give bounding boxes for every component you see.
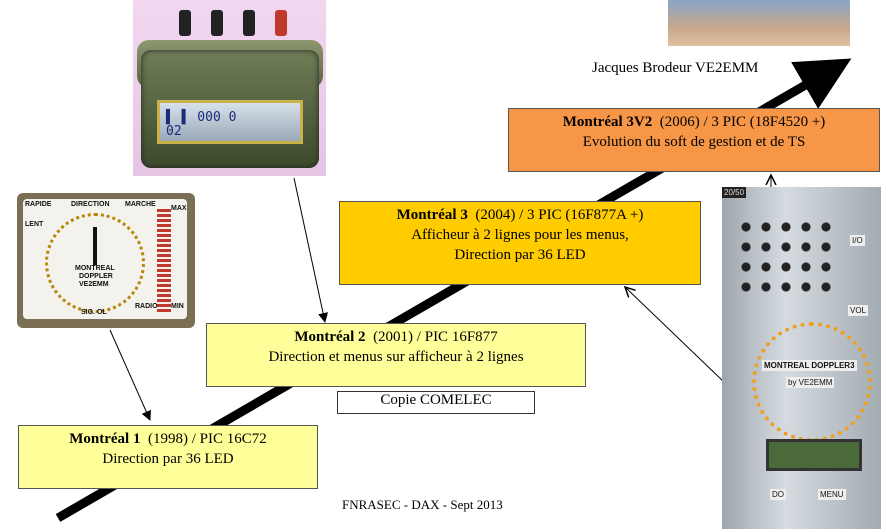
version-detail: (2001) / PIC 16F877 <box>373 329 498 345</box>
knob <box>243 10 255 36</box>
label-min: MIN <box>171 303 184 310</box>
led-dial <box>45 213 145 313</box>
box-montreal1: Montréal 1 (1998) / PIC 16C72 Direction … <box>18 425 318 489</box>
device-photo-montreal2: ▌ ▌ 000 0 02 <box>133 0 326 176</box>
lcd-line-2: 02 <box>166 124 182 139</box>
box-montreal3: Montréal 3 (2004) / 3 PIC (16F877A +) Af… <box>339 201 701 285</box>
box-montreal3v2: Montréal 3V2 (2006) / 3 PIC (18F4520 +) … <box>508 108 880 172</box>
version-desc: Afficheur à 2 lignes pour les menus, <box>411 227 629 243</box>
label-max: MAX <box>171 205 187 212</box>
lcd-line-1: ▌ ▌ 000 0 <box>166 110 237 125</box>
device-photo-montreal3: 20/50 I/O VOL MONTREAL DOPPLER3 by VE2EM… <box>722 187 881 529</box>
version-desc: Direction et menus sur afficheur à 2 lig… <box>268 349 524 365</box>
label-menu: MENU <box>818 489 846 500</box>
label-vol: VOL <box>848 305 869 316</box>
footer: FNRASEC - DAX - Sept 2013 <box>342 497 503 512</box>
knob <box>179 10 191 36</box>
s-meter-bar <box>157 209 171 314</box>
version-detail: (2004) / 3 PIC (16F877A +) <box>475 207 644 223</box>
label-sig: SIG. OL <box>81 309 107 316</box>
version-desc-2: Direction par 36 LED <box>454 247 586 263</box>
version-desc: Evolution du soft de gestion et de TS <box>582 134 806 150</box>
version-name: Montréal 3V2 <box>562 114 653 130</box>
device-lcd <box>766 439 862 471</box>
speaker-grille <box>736 217 836 297</box>
author-photo <box>668 0 850 46</box>
label-rapide: RAPIDE <box>25 201 52 208</box>
label-doppler: MONTREAL DOPPLER3 <box>762 360 857 371</box>
dial-name-3: VE2EMM <box>79 281 109 288</box>
dial-name-2: DOPPLER <box>79 273 113 280</box>
device-photo-montreal1: DIRECTION RAPIDE LENT MARCHE MAX MIN MON… <box>17 193 195 328</box>
connector-top-to-m2 <box>293 177 328 323</box>
knob <box>211 10 223 36</box>
version-detail: (2006) / 3 PIC (18F4520 +) <box>659 114 826 130</box>
direction-needle <box>93 227 97 265</box>
dial-face: DIRECTION RAPIDE LENT MARCHE MAX MIN MON… <box>23 199 187 319</box>
version-name: Montréal 3 <box>396 207 468 223</box>
dial-title: DIRECTION <box>71 201 110 208</box>
connector-right-to-m3 <box>625 287 726 384</box>
version-name: Montréal 2 <box>294 329 366 345</box>
label-do: DO <box>770 489 786 500</box>
version-name: Montréal 1 <box>69 431 141 447</box>
label-radio: RADIO <box>135 303 158 310</box>
connector-dir-to-m1 <box>109 329 151 421</box>
label-lent: LENT <box>25 221 44 228</box>
copie-label: Copie COMELEC <box>337 391 535 414</box>
device-lcd: ▌ ▌ 000 0 02 <box>157 100 303 144</box>
label-marche: MARCHE <box>125 201 156 208</box>
box-montreal2: Montréal 2 (2001) / PIC 16F877 Direction… <box>206 323 586 387</box>
version-detail: (1998) / PIC 16C72 <box>147 431 267 447</box>
dial-name-1: MONTREAL <box>75 265 115 272</box>
corner-label: 20/50 <box>722 187 747 198</box>
version-desc: Direction par 36 LED <box>102 451 234 467</box>
label-io: I/O <box>850 235 865 246</box>
author-caption: Jacques Brodeur VE2EMM <box>592 60 759 76</box>
label-by: by VE2EMM <box>786 377 835 388</box>
knob-red <box>275 10 287 36</box>
